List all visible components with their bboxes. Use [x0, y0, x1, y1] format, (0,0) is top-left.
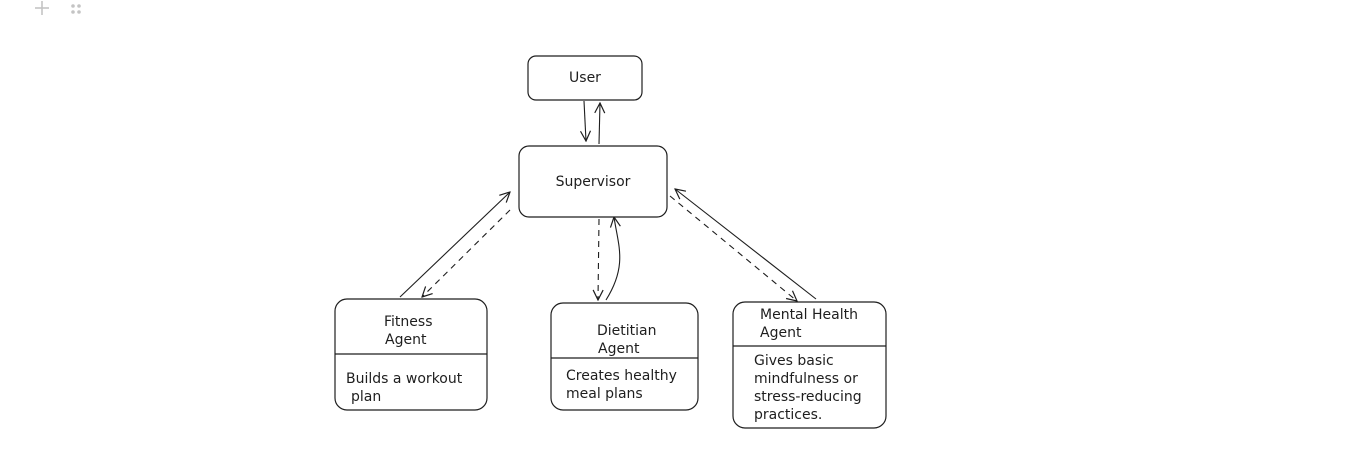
mental-title-line-2: Agent: [760, 325, 802, 341]
mental-health-agent-node[interactable]: Mental Health Agent Gives basic mindfuln…: [732, 301, 887, 429]
edge-user-to-supervisor: [584, 100, 586, 141]
mental-health-agent-title: Mental Health Agent: [760, 307, 862, 341]
fitness-title-line-2: Agent: [385, 332, 427, 348]
fitness-agent-title: Fitness Agent: [384, 314, 437, 348]
supervisor-title-line-1: Supervisor: [556, 174, 631, 190]
dietitian-agent-title: Dietitian Agent: [597, 323, 661, 357]
user-node-title: User: [569, 70, 601, 86]
block-toolbar: [30, 0, 100, 20]
user-node[interactable]: User: [527, 55, 643, 101]
user-title-line-1: User: [569, 70, 601, 86]
supervisor-node[interactable]: Supervisor: [518, 145, 668, 218]
fitness-desc-line-1: Builds a workout: [346, 371, 463, 387]
dietitian-agent-node[interactable]: Dietitian Agent Creates healthy meal pla…: [550, 302, 699, 411]
drag-handle-icon: [71, 4, 81, 14]
edge-supervisor-to-fitness: [422, 209, 511, 297]
dietitian-agent-description: Creates healthy meal plans: [566, 368, 681, 402]
edge-supervisor-to-user: [599, 103, 600, 145]
fitness-agent-description: Builds a workout plan: [346, 371, 467, 405]
edge-supervisor-to-mental: [669, 195, 797, 301]
fitness-desc-line-2: plan: [351, 389, 381, 405]
dietitian-desc-line-2: meal plans: [566, 386, 643, 402]
mental-desc-line-1: Gives basic: [754, 353, 834, 369]
edges: [399, 100, 817, 301]
mental-desc-line-4: practices.: [754, 407, 822, 423]
mental-title-line-1: Mental Health: [760, 307, 858, 323]
mental-health-agent-description: Gives basic mindfulness or stress-reduci…: [754, 353, 866, 423]
dietitian-title-line-1: Dietitian: [597, 323, 657, 339]
supervisor-node-box: [518, 145, 668, 218]
dietitian-desc-line-1: Creates healthy: [566, 368, 677, 384]
dietitian-agent-box: [550, 302, 699, 411]
mental-health-agent-box: [732, 301, 887, 429]
fitness-title-line-1: Fitness: [384, 314, 433, 330]
dietitian-title-line-2: Agent: [598, 341, 640, 357]
edge-fitness-to-supervisor: [399, 192, 510, 298]
edge-mental-to-supervisor: [675, 189, 817, 300]
drag-handle-button[interactable]: [64, 0, 88, 18]
user-node-box: [527, 55, 643, 101]
plus-icon: [35, 1, 49, 15]
mental-desc-line-3: stress-reducing: [754, 389, 862, 405]
edge-supervisor-to-dietitian: [598, 218, 599, 300]
fitness-agent-node[interactable]: Fitness Agent Builds a workout plan: [334, 298, 488, 411]
mental-desc-line-2: mindfulness or: [754, 371, 858, 387]
supervisor-node-title: Supervisor: [556, 174, 631, 190]
add-block-button[interactable]: [30, 0, 54, 18]
edge-dietitian-to-supervisor: [605, 217, 620, 301]
